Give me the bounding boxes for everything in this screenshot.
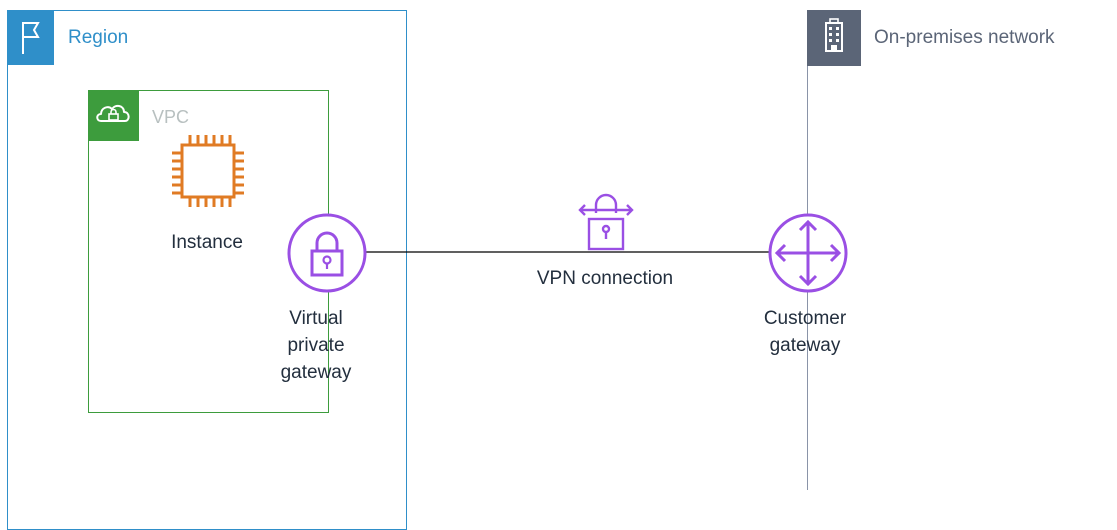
virtual-private-gateway-label: Virtual private gateway (280, 308, 352, 383)
vpn-connection-label: VPN connection (536, 268, 674, 289)
customer-gateway-label: Customer gateway (763, 308, 847, 356)
region-badge (7, 10, 54, 65)
instance-label: Instance (171, 232, 243, 253)
vpc-badge (88, 90, 139, 141)
chip-icon (172, 135, 244, 207)
flag-icon (22, 22, 40, 54)
on-premises-label: On-premises network (874, 27, 1055, 48)
cloud-lock-icon (96, 104, 130, 122)
building-icon (825, 18, 843, 52)
lock-circle-icon (287, 213, 367, 293)
region-label: Region (68, 27, 129, 48)
vpn-connection-line (365, 251, 770, 253)
arrows-circle-icon (768, 213, 848, 293)
on-premises-badge (807, 10, 861, 66)
vpc-label: VPC (152, 107, 190, 127)
padlock-arrows-icon (578, 193, 634, 251)
